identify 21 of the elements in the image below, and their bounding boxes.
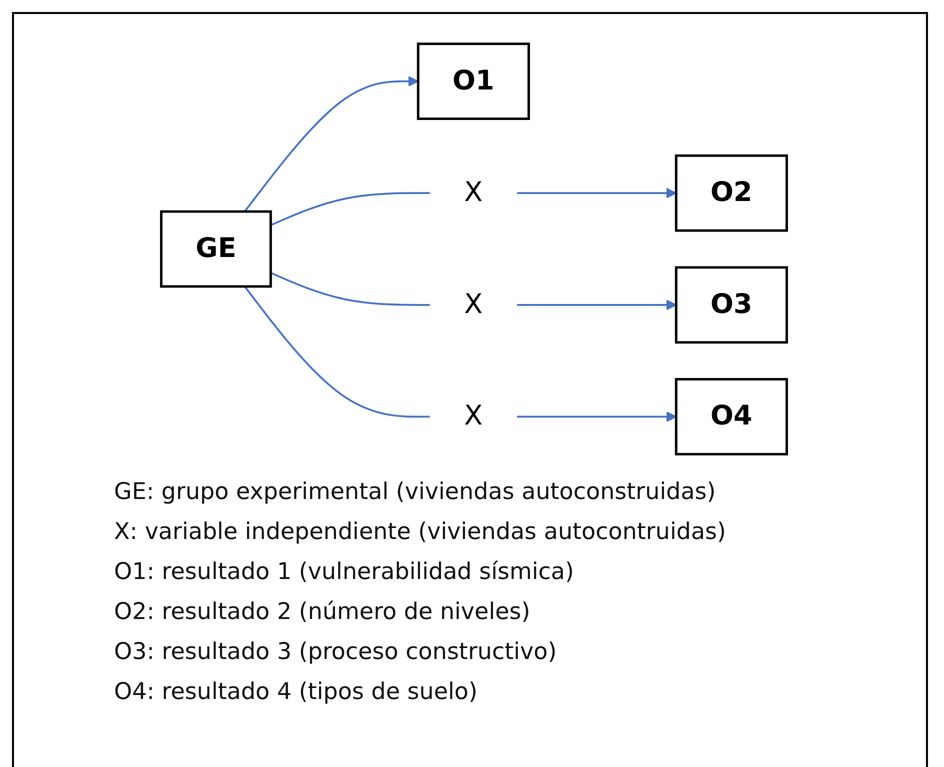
node-text: X: [464, 178, 483, 208]
node-box: GE: [160, 210, 272, 288]
arrow: [517, 188, 677, 198]
node-text: X: [464, 401, 483, 432]
legend-note: O4: resultado 4 (tipos de suelo): [114, 679, 478, 705]
legend-note: O2: resultado 2 (número de niveles): [114, 599, 532, 625]
connector: [244, 286, 430, 418]
node-box: O1: [416, 42, 530, 120]
node-box: O2: [674, 154, 788, 232]
arrow: [517, 300, 677, 310]
arrow: [517, 411, 677, 422]
legend-note: X: variable independiente (viviendas autocontruidas): [114, 519, 726, 545]
node-text: X: [464, 290, 483, 320]
node-box: O3: [674, 266, 788, 344]
legend-note: O3: resultado 3 (proceso constructivo): [114, 639, 558, 665]
connector: [270, 192, 430, 226]
node-box: O4: [674, 378, 788, 456]
connector: [270, 272, 430, 306]
arrow: [244, 76, 419, 212]
legend-note: O1: resultado 1 (vulnerabilidad sísmica): [114, 559, 575, 585]
legend-note: GE: grupo experimental (viviendas autoconstruidas): [114, 479, 717, 505]
